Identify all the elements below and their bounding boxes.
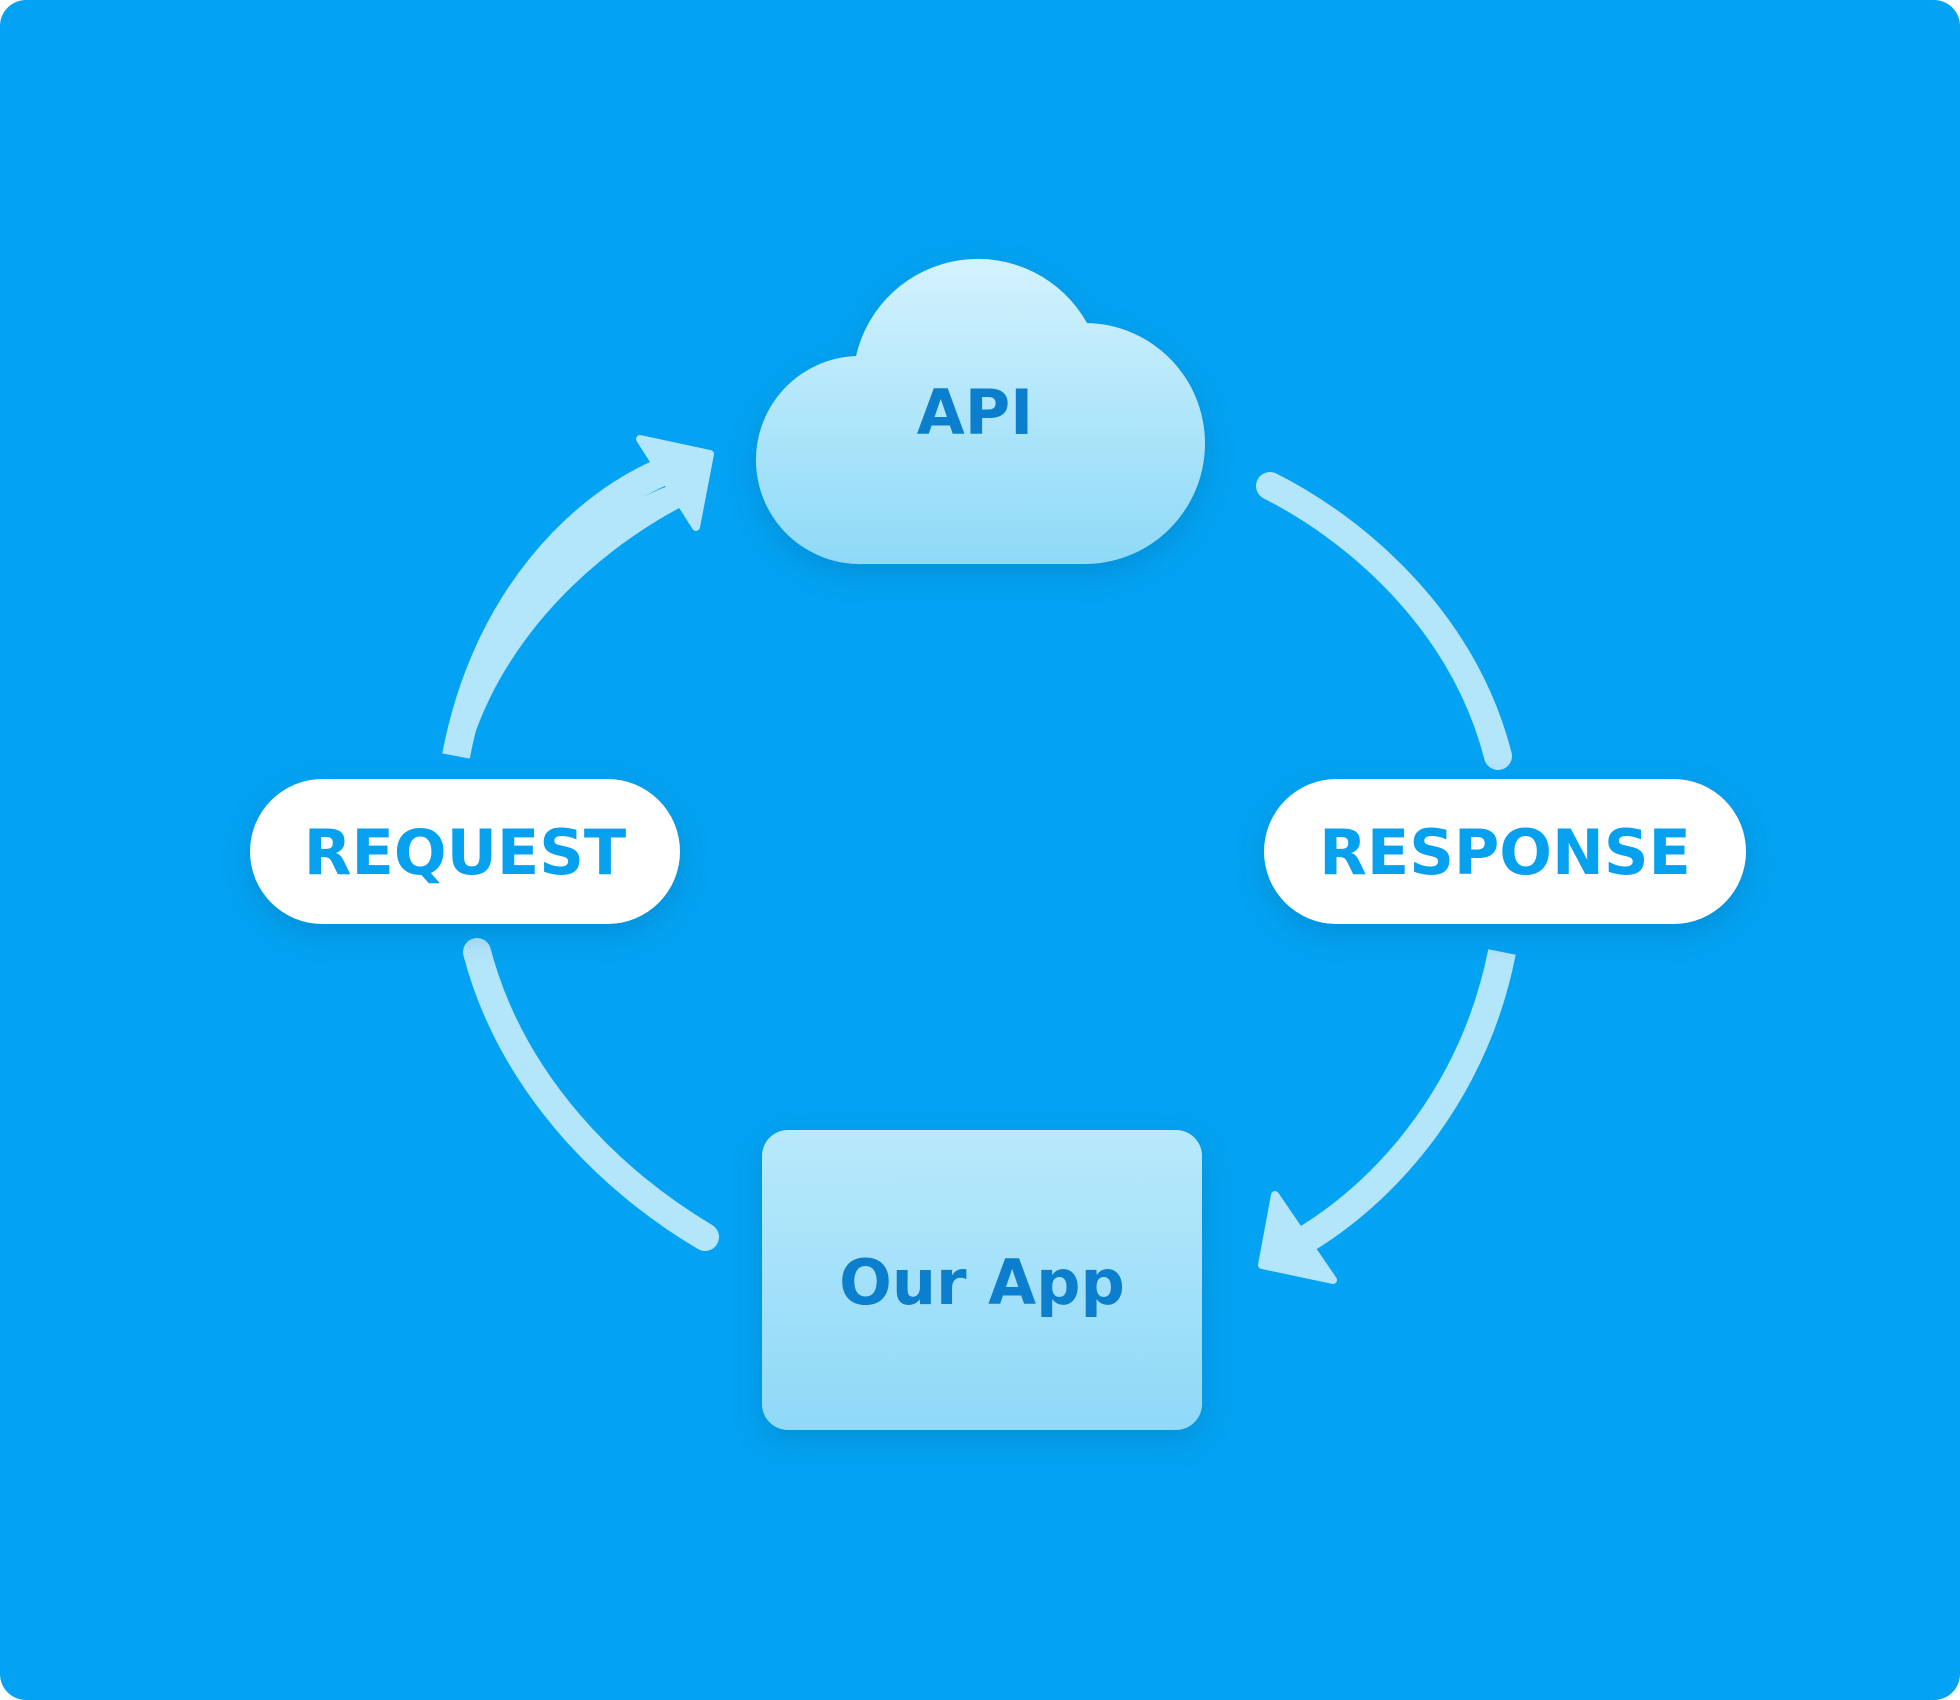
cloud-icon (755, 258, 1205, 565)
request-arrow-upper (442, 435, 714, 759)
response-arrow-lower (1258, 949, 1516, 1284)
response-pill: RESPONSE (1264, 779, 1746, 924)
request-arrow-lower (463, 938, 719, 1251)
request-arrowhead-icon (636, 435, 714, 531)
api-label: API (917, 376, 1034, 449)
request-pill: REQUEST (250, 779, 680, 924)
api-node: API (755, 258, 1205, 565)
request-label: REQUEST (304, 816, 626, 889)
response-arrowhead-icon (1258, 1191, 1337, 1284)
response-arrow-upper (1256, 472, 1512, 770)
response-label: RESPONSE (1319, 816, 1691, 889)
app-label: Our App (839, 1246, 1125, 1319)
app-node: Our App (762, 1130, 1202, 1430)
app-box (762, 1130, 1202, 1430)
